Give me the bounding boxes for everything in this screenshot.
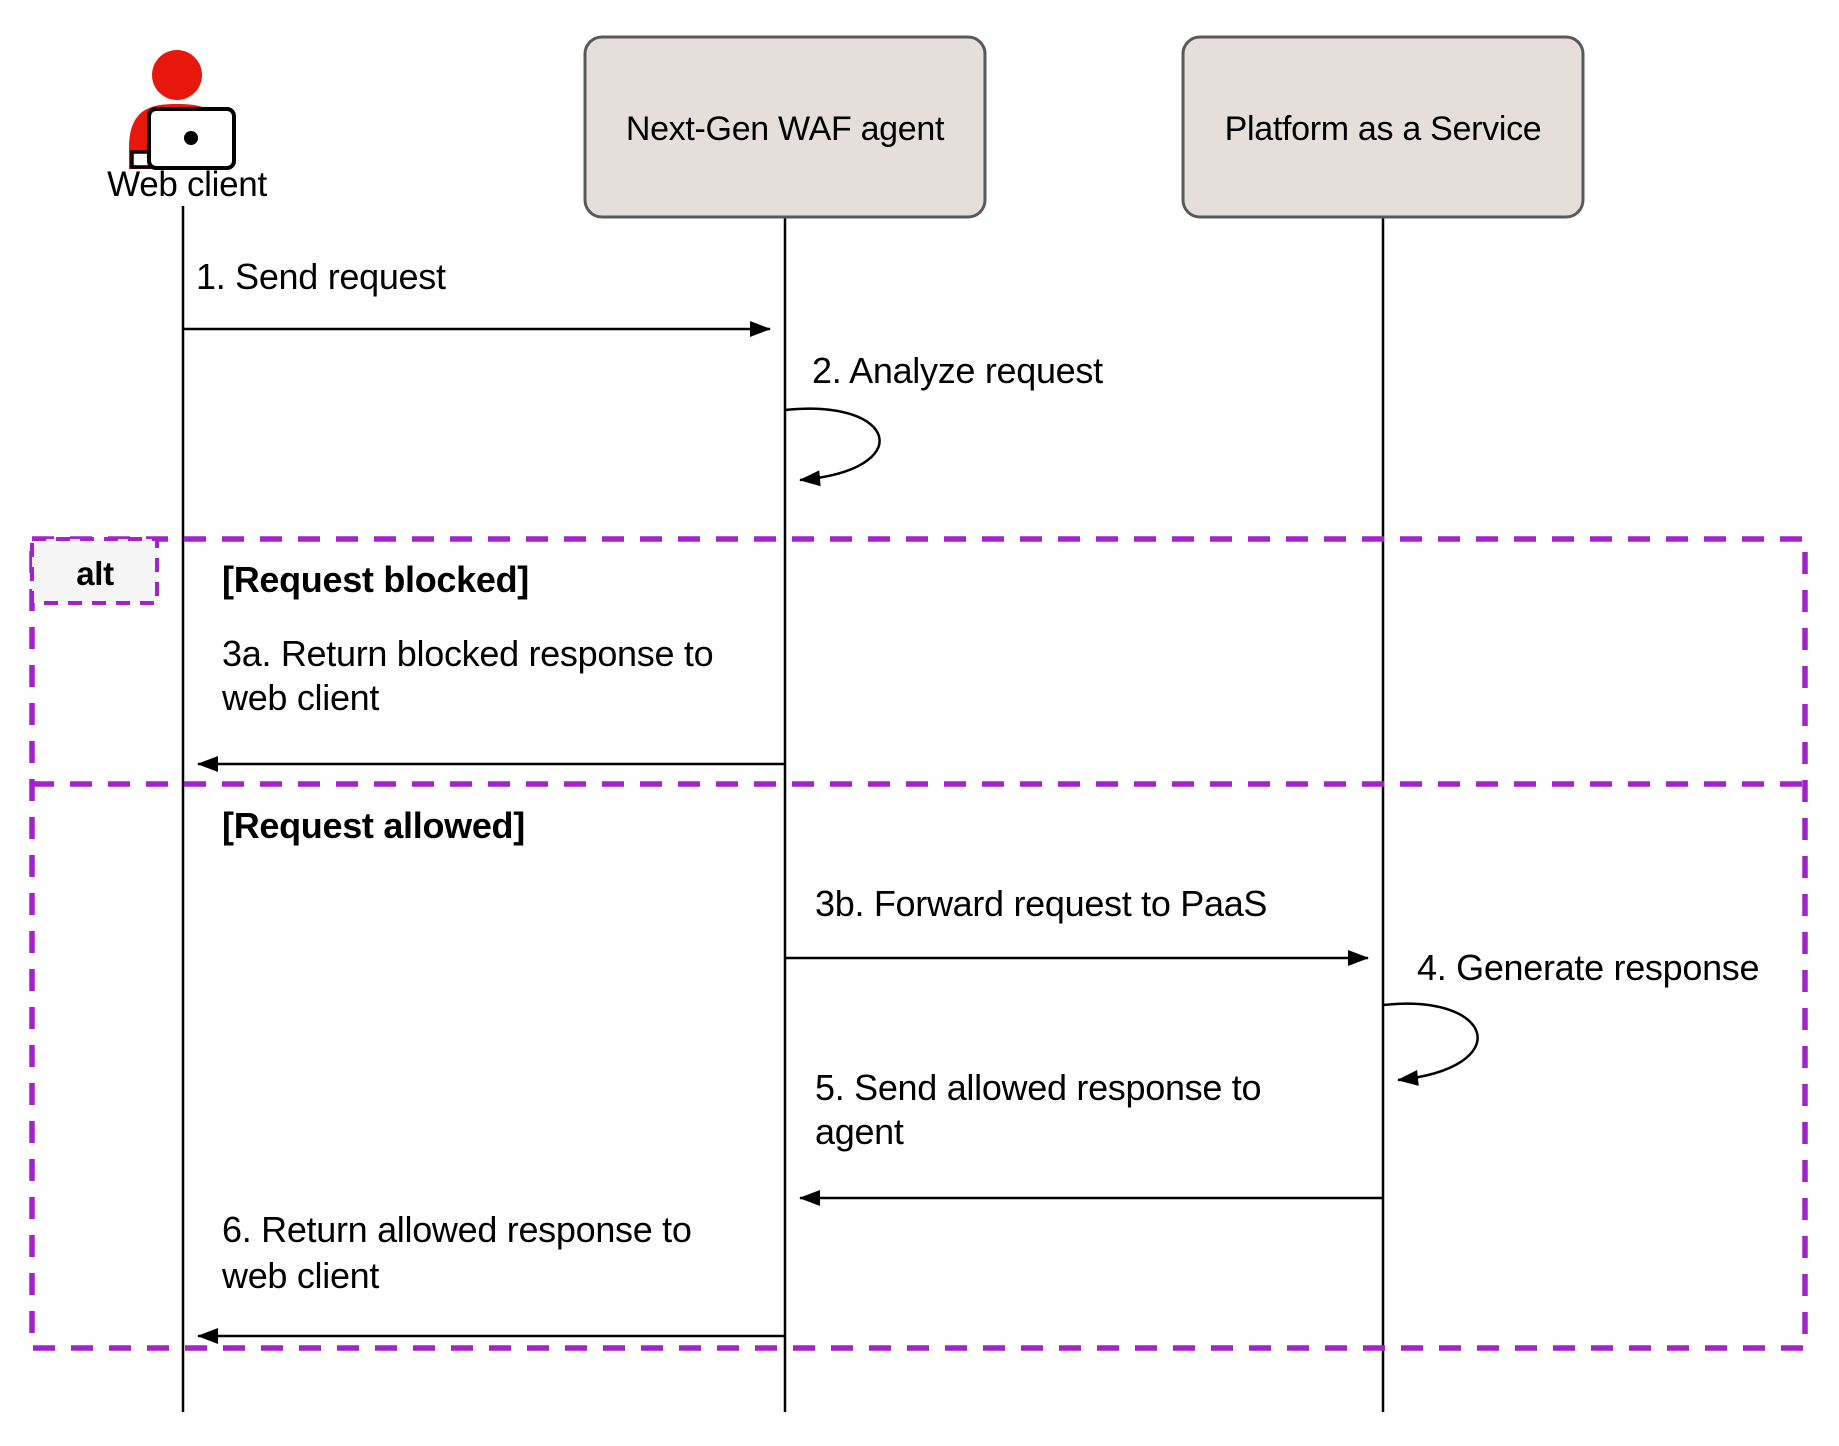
message-4-label: 4. Generate response [1417,947,1759,988]
message-3b-label: 3b. Forward request to PaaS [815,883,1267,924]
actor-head-icon [152,50,202,100]
waf-agent-box [583,35,987,219]
web-client-actor-icon [129,50,236,170]
message-3a-label-line1: 3a. Return blocked response to [222,633,713,674]
alt-frame-border [29,536,1808,1351]
message-6-label-line1: 6. Return allowed response to [222,1209,692,1250]
paas-label: Platform as a Service [1225,110,1542,148]
message-4-self-loop-arrow [1382,1002,1479,1086]
paas-box [1181,35,1585,219]
message-2-self-loop-arrow [784,407,881,487]
alt-operator-box [30,537,159,605]
message-2-label: 2. Analyze request [812,350,1103,391]
message-1-label: 1. Send request [196,256,446,297]
message-3a-label-line2: web client [221,677,379,718]
laptop-dot-icon [184,131,198,145]
message-5-label-line2: agent [815,1111,904,1152]
guard-request-blocked-label: [Request blocked] [222,559,529,600]
message-5-label-line1: 5. Send allowed response to [815,1067,1261,1108]
message-6-label-line2: web client [221,1255,379,1296]
web-client-label: Web client [107,165,267,204]
alt-operator-label: alt [76,555,114,592]
guard-request-allowed-label: [Request allowed] [222,805,525,846]
waf-agent-label: Next-Gen WAF agent [626,110,945,148]
